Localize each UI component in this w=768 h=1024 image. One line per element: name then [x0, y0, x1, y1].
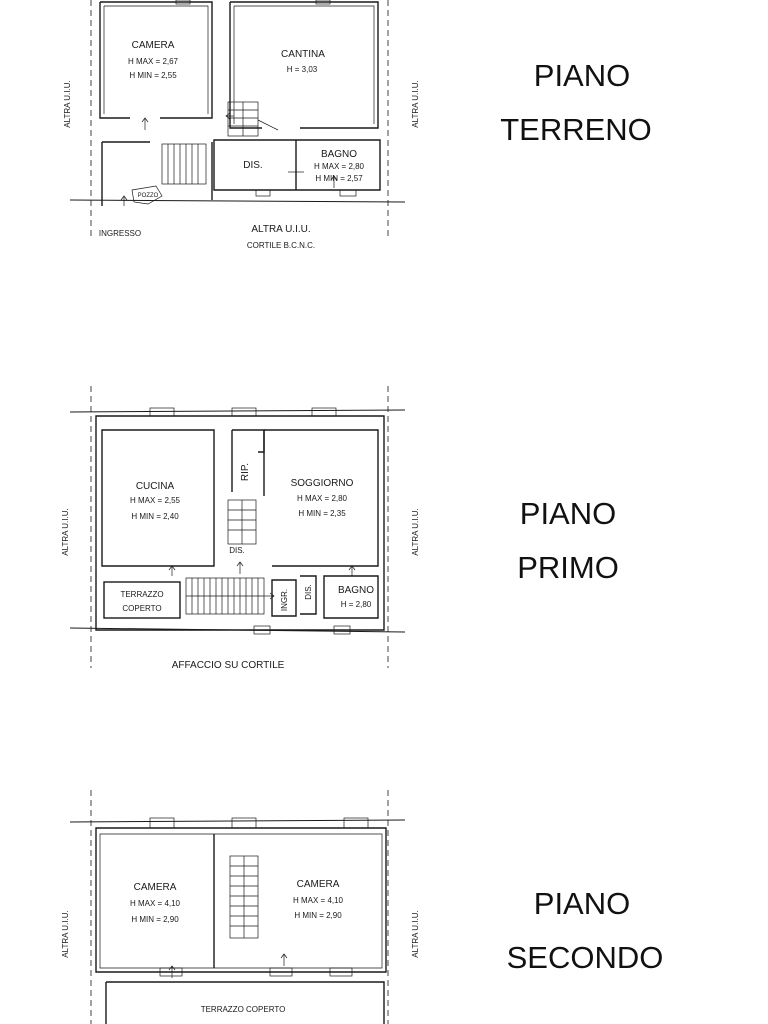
room-name-camera-right: CAMERA — [297, 879, 340, 890]
label-pozzo: POZZO — [138, 193, 159, 199]
label-altra-right: ALTRA U.I.U. — [411, 508, 420, 555]
plan-piano-secondo: CAMERA H MAX = 4,10 H MIN = 2,90 CAMERA … — [61, 790, 663, 1024]
floor-title-line2: TERRENO — [500, 112, 652, 147]
room-name-soggiorno: SOGGIORNO — [291, 478, 354, 489]
room-name-camera-left: CAMERA — [134, 882, 177, 893]
label-altra-bottom: ALTRA U.I.U. — [251, 224, 310, 235]
room-hmin-bagno: H MIN = 2,57 — [315, 174, 363, 183]
room-name-ingr: INGR. — [280, 589, 289, 611]
plan-piano-terreno: CAMERA H MAX = 2,67 H MIN = 2,55 CANTINA… — [63, 0, 652, 250]
label-altra-left: ALTRA U.I.U. — [63, 80, 72, 127]
floor-title-line2: PRIMO — [517, 550, 619, 585]
room-name-dis2: DIS. — [304, 584, 313, 600]
room-name-cucina: CUCINA — [136, 481, 175, 492]
room-hmax-camera-right: H MAX = 4,10 — [293, 896, 344, 905]
room-hmin-cucina: H MIN = 2,40 — [131, 512, 179, 521]
floor-title-line2: SECONDO — [507, 940, 664, 975]
label-terrazzo-coperto: TERRAZZO COPERTO — [201, 1005, 286, 1014]
room-hmin-camera-left: H MIN = 2,90 — [131, 915, 179, 924]
floor-title-line1: PIANO — [534, 58, 630, 93]
room-terrazzo-line2: COPERTO — [122, 604, 161, 613]
room-name-bagno: BAGNO — [321, 149, 357, 160]
label-ingresso: INGRESSO — [99, 229, 141, 238]
room-hmax-bagno: H MAX = 2,80 — [314, 162, 365, 171]
label-affaccio: AFFACCIO SU CORTILE — [172, 660, 285, 671]
room-h-cantina: H = 3,03 — [287, 65, 318, 74]
label-altra-left: ALTRA U.I.U. — [61, 910, 70, 957]
room-name-dis: DIS. — [229, 546, 245, 555]
label-cortile: CORTILE B.C.N.C. — [247, 241, 315, 250]
room-h-bagno: H = 2,80 — [341, 600, 372, 609]
room-hmin-camera-right: H MIN = 2,90 — [294, 911, 342, 920]
room-hmax-camera: H MAX = 2,67 — [128, 57, 179, 66]
room-hmin-soggiorno: H MIN = 2,35 — [298, 509, 346, 518]
room-name-camera: CAMERA — [132, 40, 175, 51]
room-name-rip: RIP. — [240, 463, 251, 481]
room-hmax-soggiorno: H MAX = 2,80 — [297, 494, 348, 503]
label-altra-right: ALTRA U.I.U. — [411, 80, 420, 127]
floor-title-line1: PIANO — [520, 496, 616, 531]
room-name-bagno: BAGNO — [338, 585, 374, 596]
room-terrazzo-line1: TERRAZZO — [120, 590, 163, 599]
room-hmax-camera-left: H MAX = 4,10 — [130, 899, 181, 908]
floor-title-line1: PIANO — [534, 886, 630, 921]
room-hmax-cucina: H MAX = 2,55 — [130, 496, 181, 505]
room-name-dis: DIS. — [243, 160, 262, 171]
plan-piano-primo: CUCINA H MAX = 2,55 H MIN = 2,40 RIP. SO… — [61, 386, 619, 671]
room-hmin-camera: H MIN = 2,55 — [129, 71, 177, 80]
label-altra-right: ALTRA U.I.U. — [411, 910, 420, 957]
label-altra-left: ALTRA U.I.U. — [61, 508, 70, 555]
room-name-cantina: CANTINA — [281, 49, 325, 60]
